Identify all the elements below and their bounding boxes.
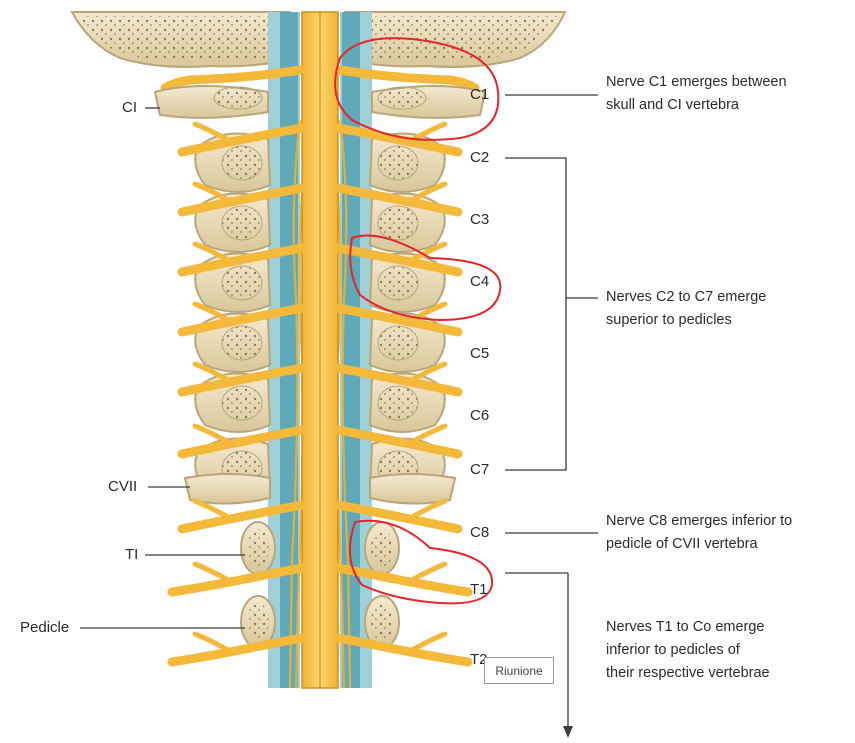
- level-c2: C2: [470, 149, 490, 166]
- note-c2-c7: Nerves C2 to C7 emerge superior to pedic…: [606, 286, 766, 332]
- level-c4: C4: [470, 273, 490, 290]
- spinal-nerve-left: [177, 363, 307, 397]
- spinal-nerve-right: [333, 303, 463, 337]
- spinal-nerve-right: [333, 183, 463, 217]
- note-t1-co: Nerves T1 to Co emerge inferior to pedic…: [606, 616, 770, 685]
- spinal-nerve-right: [333, 425, 463, 459]
- nerve-branch-left: [192, 498, 233, 521]
- spinal-nerve-right: [333, 363, 463, 397]
- vertebra-right-facet: [377, 145, 419, 181]
- pedicle-right-texture: [371, 529, 393, 567]
- nerve-branch-left: [192, 181, 233, 204]
- nerve-branch-right: [407, 561, 448, 584]
- vertebra-left-facet: [221, 265, 263, 301]
- note-c8-line1: Nerve C8 emerges inferior to: [606, 513, 793, 529]
- vertebra-left-facet: [221, 205, 263, 241]
- level-t1: T1: [470, 581, 488, 598]
- nerve-branch-right: [407, 241, 448, 264]
- nerve-branch-right: [407, 631, 448, 654]
- vertebra-right-facet: [377, 385, 419, 421]
- vertebra-ci: [153, 85, 487, 119]
- level-c3: C3: [470, 211, 490, 228]
- level-c6: C6: [470, 407, 490, 424]
- note-t1-co-line1: Nerves T1 to Co emerge: [606, 619, 765, 635]
- label-cvii: CVII: [108, 478, 138, 495]
- vertebra-left-facet: [221, 145, 263, 181]
- spinal-nerve-left: [177, 500, 307, 534]
- label-ci: CI: [122, 99, 137, 116]
- nerve-branch-left: [192, 423, 233, 446]
- spinal-nerve-right: [333, 500, 463, 534]
- pedicle-left-texture: [247, 603, 269, 641]
- spinal-nerve-right: [333, 123, 463, 157]
- down-arrow-icon: [563, 726, 573, 738]
- skull-base: [70, 11, 567, 68]
- red-circle-t1: [348, 519, 494, 605]
- vertebra-left-facet: [221, 325, 263, 361]
- spinal-nerve-left: [177, 123, 307, 157]
- nerve-branch-left: [192, 241, 233, 264]
- red-annotations: [334, 37, 502, 605]
- note-t1-co-line2: inferior to pedicles of: [606, 642, 740, 658]
- note-c1: Nerve C1 emerges between skull and CI ve…: [606, 71, 787, 117]
- note-c1-line1: Nerve C1 emerges between: [606, 74, 787, 90]
- spinal-nerve-right: [333, 563, 473, 597]
- nerve-branch-right: [407, 498, 448, 521]
- pedicle-left-texture: [247, 529, 269, 567]
- level-c8: C8: [470, 524, 490, 541]
- note-c2-c7-line2: superior to pedicles: [606, 312, 732, 328]
- spinal-nerve-left: [177, 183, 307, 217]
- red-circle-c1: [334, 37, 500, 141]
- nerve-branch-right: [407, 423, 448, 446]
- vertebra-left-facet: [221, 385, 263, 421]
- nerve-branch-right: [407, 181, 448, 204]
- nerve-branch-right: [407, 361, 448, 384]
- spinal-nerve-right: [333, 243, 463, 277]
- vertebral-column: [183, 132, 457, 649]
- tooltip-riunione: Riunione: [484, 657, 554, 684]
- note-c1-line2: skull and CI vertebra: [606, 97, 739, 113]
- nerve-c1-pair: [160, 65, 480, 93]
- note-t1-co-line3: their respective vertebrae: [606, 665, 770, 681]
- pedicle-right-texture: [371, 603, 393, 641]
- nerve-branch-left: [192, 121, 233, 144]
- note-c8: Nerve C8 emerges inferior to pedicle of …: [606, 510, 792, 556]
- level-c1: C1: [470, 86, 490, 103]
- spinal-nerve-right: [333, 633, 473, 667]
- note-c2-c7-line1: Nerves C2 to C7 emerge: [606, 289, 767, 305]
- level-c5: C5: [470, 345, 490, 362]
- vertebra-right-facet: [377, 265, 419, 301]
- label-pedicle: Pedicle: [20, 619, 70, 636]
- vertebra-right-facet: [377, 325, 419, 361]
- spinal-nerve-left: [167, 563, 307, 597]
- nerve-branch-left: [192, 631, 233, 654]
- vertebra-right-facet: [377, 205, 419, 241]
- spinal-nerve-left: [167, 633, 307, 667]
- nerve-branch-left: [192, 561, 233, 584]
- nerve-branch-left: [192, 301, 233, 324]
- spinal-nerve-left: [177, 243, 307, 277]
- level-t2: T2: [470, 651, 488, 668]
- vertebra-cvii-left-plate: [183, 473, 271, 505]
- level-c7: C7: [470, 461, 490, 478]
- nerve-branch-right: [407, 301, 448, 324]
- leader-lines: [80, 94, 598, 730]
- spinal-nerves: [167, 121, 473, 667]
- nerve-branch-left: [192, 361, 233, 384]
- label-ti: TI: [125, 546, 139, 563]
- note-c8-line2: pedicle of CVII vertebra: [606, 536, 758, 552]
- red-circle-c4: [349, 234, 502, 322]
- spinal-nerve-left: [177, 303, 307, 337]
- spinal-nerve-left: [177, 425, 307, 459]
- vertebra-cvii-right-plate: [369, 473, 457, 505]
